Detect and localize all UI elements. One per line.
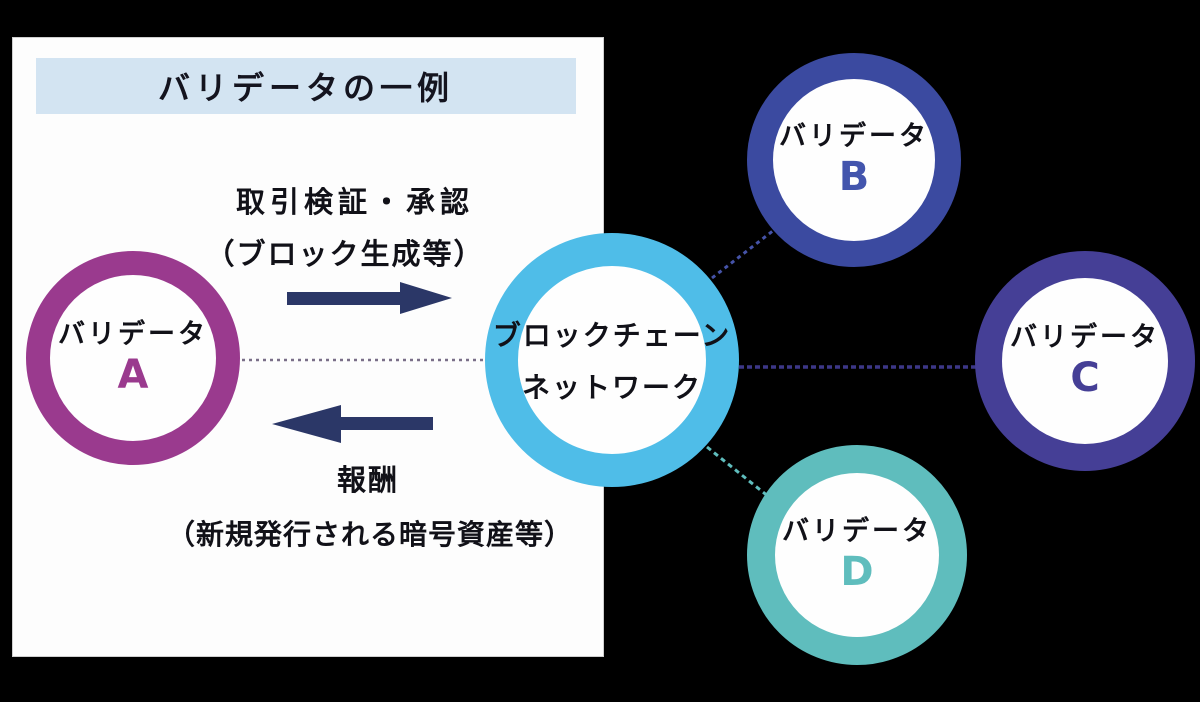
verify-caption-line2: （ブロック生成等） bbox=[205, 237, 485, 271]
validator-d-circle: バリデータ D bbox=[747, 445, 967, 665]
network-label-line2: ネットワーク bbox=[521, 371, 703, 404]
blockchain-network-text: ブロックチェーン ネットワーク bbox=[493, 314, 732, 406]
validator-d-label: バリデータ bbox=[782, 516, 932, 548]
verify-caption-line1: 取引検証・承認 bbox=[235, 185, 474, 219]
blockchain-network-circle: ブロックチェーン ネットワーク bbox=[485, 233, 739, 487]
connector-line-network-b bbox=[711, 228, 775, 280]
validator-c-label: バリデータ bbox=[1010, 322, 1160, 354]
connector-line-network-d bbox=[706, 445, 770, 499]
validator-b-id: B bbox=[838, 153, 870, 200]
reward-caption-line1: 報酬 bbox=[336, 463, 399, 497]
validator-a-id: A bbox=[117, 351, 149, 398]
validator-a-label: バリデータ bbox=[58, 319, 208, 351]
reward-caption-line2: （新規発行される暗号資産等） bbox=[166, 518, 573, 551]
validator-c-id: C bbox=[1070, 354, 1100, 401]
validator-a-circle: バリデータ A bbox=[26, 251, 240, 465]
panel-title: バリデータの一例 bbox=[157, 69, 454, 107]
network-label-line1: ブロックチェーン bbox=[492, 319, 732, 352]
validator-b-label: バリデータ bbox=[779, 121, 929, 153]
validator-b-circle: バリデータ B bbox=[747, 53, 961, 267]
panel-title-bar: バリデータの一例 bbox=[36, 58, 576, 114]
validator-c-circle: バリデータ C bbox=[975, 251, 1195, 471]
validator-d-id: D bbox=[840, 548, 874, 595]
